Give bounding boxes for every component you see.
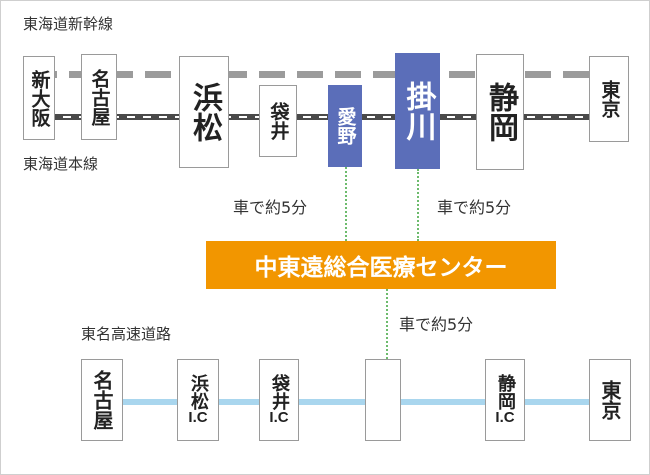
ic-hamamatsu: 浜松 I.C bbox=[177, 359, 219, 441]
destination-hospital: 中東遠総合医療センター bbox=[206, 241, 556, 289]
main-line-label: 東海道本線 bbox=[23, 155, 99, 173]
ic-fukuroi: 袋井 I.C bbox=[259, 359, 299, 441]
travel-note-kakegawa: 車で約5分 bbox=[437, 198, 512, 217]
ic-name: 掛川 bbox=[373, 373, 394, 410]
main-line-track bbox=[31, 114, 621, 120]
connector-aino bbox=[345, 167, 347, 241]
connector-kakegawa-ic bbox=[386, 289, 388, 359]
ic-kakegawa: 掛川 I.C bbox=[365, 359, 401, 441]
ic-nagoya: 名古屋 bbox=[81, 359, 123, 441]
ic-name: 浜松 bbox=[188, 373, 209, 410]
connector-kakegawa bbox=[417, 169, 419, 241]
ic-name: 袋井 bbox=[269, 373, 290, 410]
ic-shizuoka: 静岡 I.C bbox=[485, 359, 525, 441]
shinkansen-line-label: 東海道新幹線 bbox=[23, 15, 114, 33]
station-kakegawa: 掛川 bbox=[395, 53, 440, 169]
ic-suffix: I.C bbox=[188, 408, 208, 426]
travel-note-kakegawa-ic: 車で約5分 bbox=[399, 315, 474, 334]
station-shizuoka: 静岡 bbox=[476, 54, 524, 170]
station-shin-osaka: 新大阪 bbox=[23, 56, 55, 140]
ic-tokyo: 東京 bbox=[589, 359, 631, 441]
ic-suffix: I.C bbox=[373, 408, 393, 426]
ic-suffix: I.C bbox=[269, 408, 289, 426]
station-fukuroi: 袋井 bbox=[259, 85, 297, 157]
ic-name: 静岡 bbox=[495, 373, 516, 410]
ic-name: 東京 bbox=[598, 380, 622, 420]
station-hamamatsu: 浜松 bbox=[179, 56, 229, 168]
ic-name: 名古屋 bbox=[90, 370, 114, 430]
highway-track bbox=[111, 399, 601, 405]
highway-label: 東名高速道路 bbox=[81, 325, 172, 343]
station-aino: 愛野 bbox=[328, 85, 362, 167]
station-tokyo: 東京 bbox=[589, 56, 629, 142]
station-nagoya: 名古屋 bbox=[81, 54, 117, 140]
shinkansen-track bbox=[31, 71, 616, 78]
ic-suffix: I.C bbox=[495, 408, 515, 426]
travel-note-aino: 車で約5分 bbox=[233, 198, 308, 217]
